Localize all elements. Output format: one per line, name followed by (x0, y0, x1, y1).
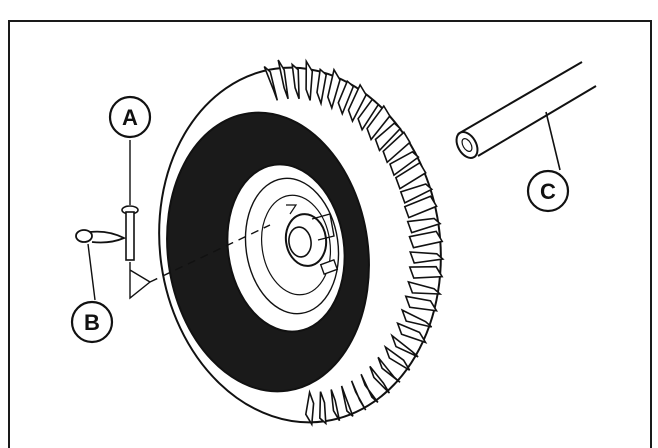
tread-block (291, 62, 300, 100)
tread-block (408, 230, 444, 249)
tread-block (305, 58, 314, 101)
tread-block (316, 67, 328, 107)
tread-block (382, 131, 411, 164)
tread-block (350, 380, 367, 411)
snow-tire-wheel-icon (158, 58, 445, 427)
callout-c-label: C (540, 179, 556, 204)
tread-block (337, 79, 355, 117)
callout-c-leader (545, 111, 561, 171)
tread-block (406, 217, 442, 234)
tread-block (347, 83, 368, 124)
tread-block (389, 150, 420, 177)
tread-block (360, 373, 379, 403)
tread-block (390, 333, 419, 358)
callout-a-label: A (122, 105, 138, 130)
tread-block (277, 59, 289, 100)
axle-shaft-icon (455, 61, 597, 159)
tread-block (318, 391, 327, 426)
callout-c: C (526, 169, 570, 213)
tread-block (377, 356, 401, 383)
tread-block (403, 195, 438, 219)
tread-block (400, 308, 433, 328)
tread-block (407, 280, 443, 295)
diagram-frame (8, 20, 652, 448)
tread-block (394, 161, 427, 190)
tread-block (326, 67, 341, 111)
tread-block (408, 265, 444, 279)
tread-block (304, 389, 315, 427)
tread-block (340, 385, 354, 417)
tread-block (399, 183, 434, 205)
tread-block (357, 98, 380, 132)
tread-block (263, 66, 279, 101)
callout-b: B (70, 300, 114, 344)
callout-b-label: B (84, 310, 100, 335)
tread-block (330, 389, 341, 422)
tread-block (374, 122, 402, 152)
tread-block (409, 251, 445, 264)
tread-block (396, 321, 428, 344)
tread-block (366, 104, 391, 142)
tread-block (404, 295, 439, 312)
callout-a: A (108, 95, 152, 139)
tread-block (369, 365, 391, 394)
tread-block (383, 344, 411, 371)
clevis-pin-icon (121, 140, 152, 300)
tread-blocks (263, 58, 445, 427)
hairpin-cotter-pin-icon (75, 229, 127, 301)
